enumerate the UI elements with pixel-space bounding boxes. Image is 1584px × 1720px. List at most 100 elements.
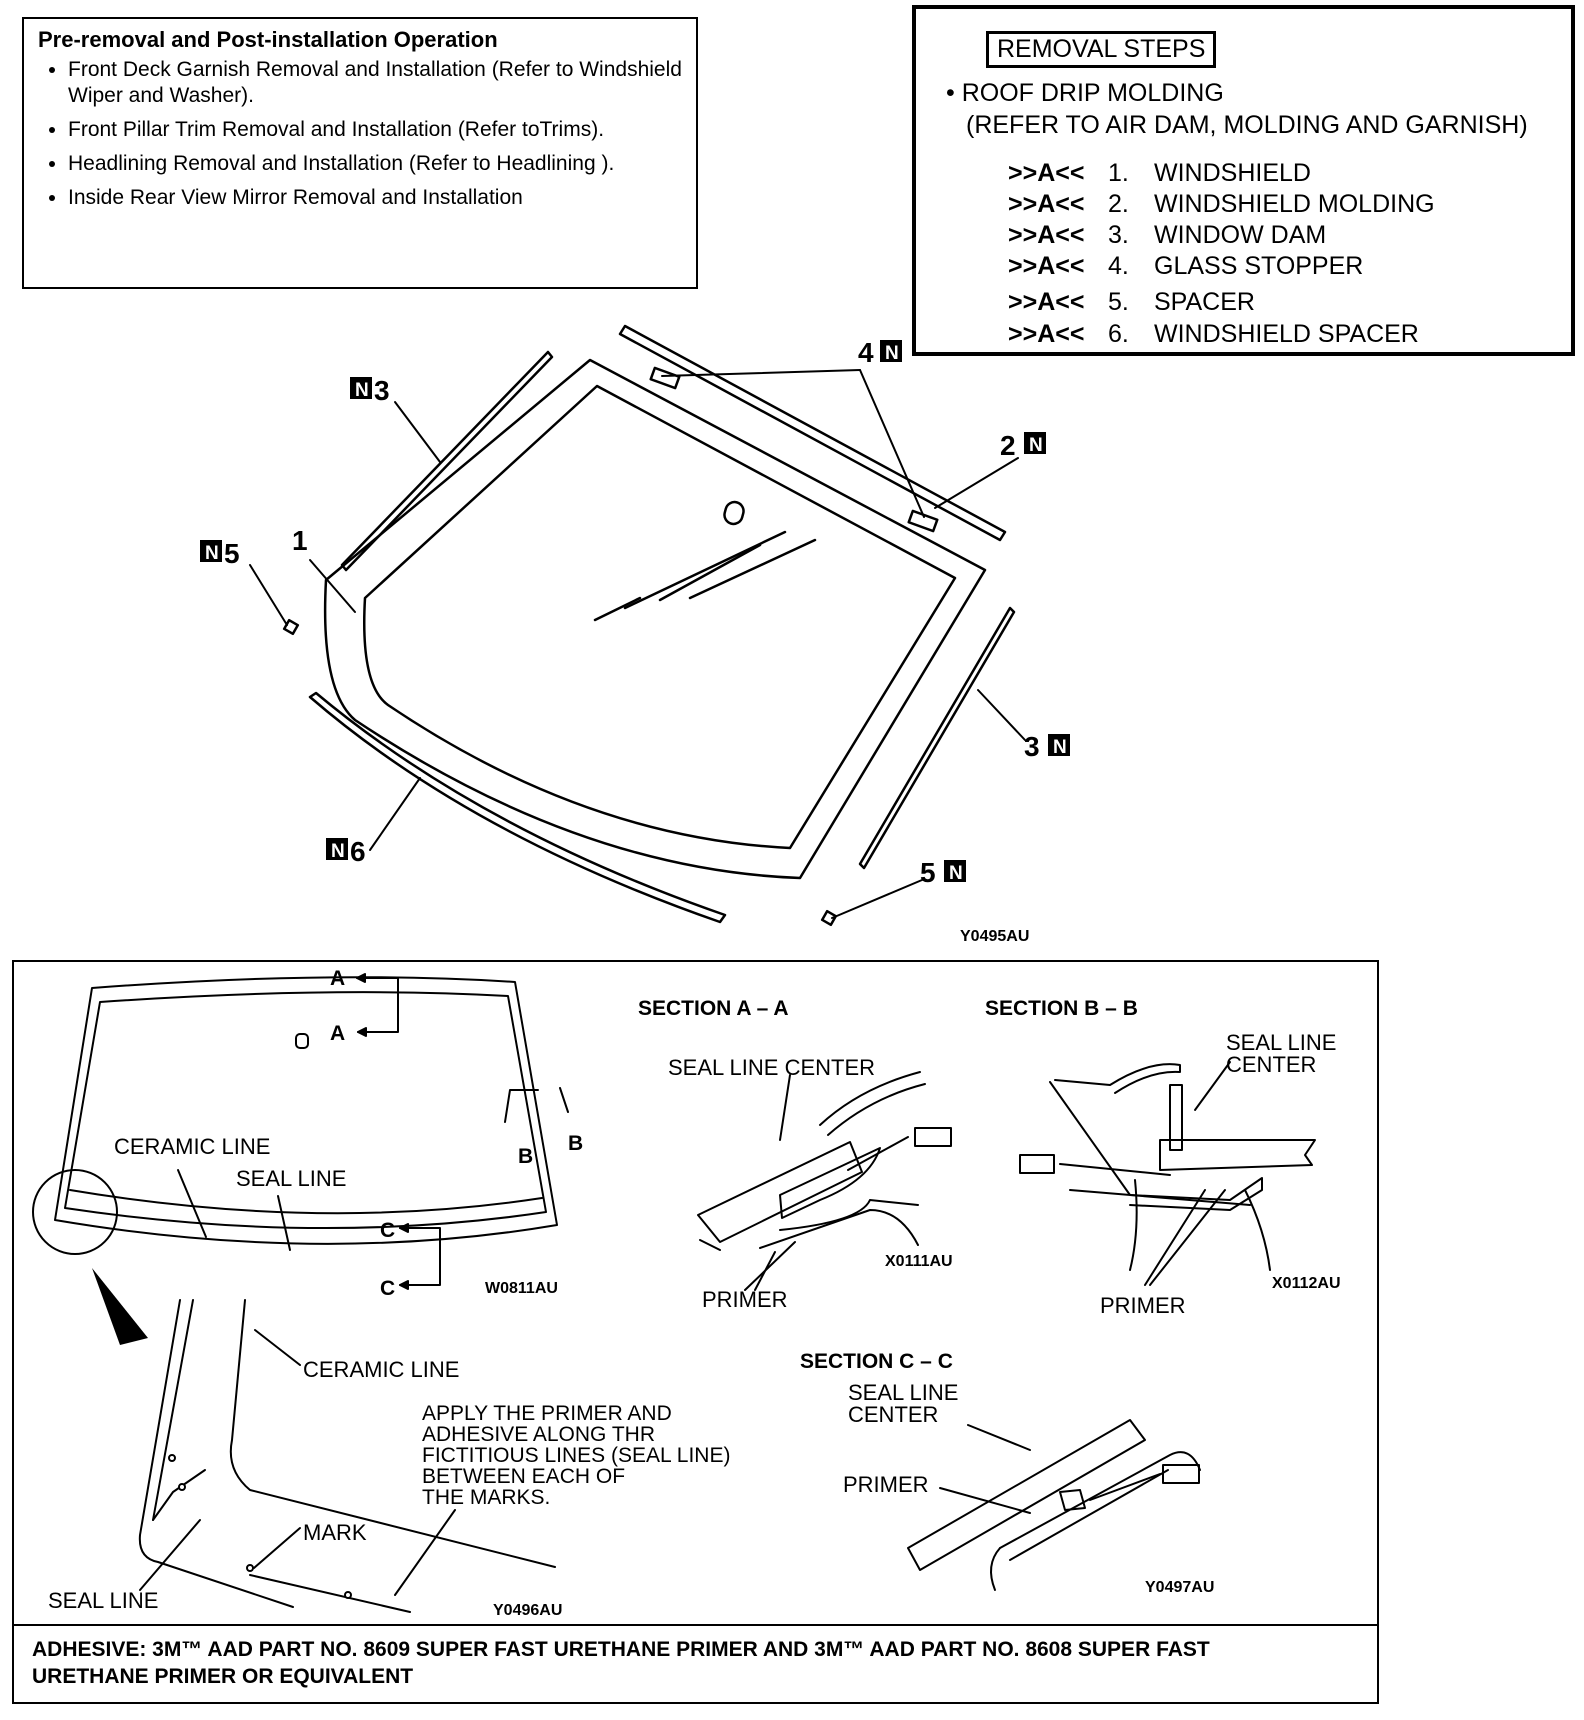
section-b-title: SECTION B – B (985, 997, 1138, 1020)
apply-note-line: THE MARKS. (422, 1486, 550, 1509)
step-mark: >>A<< (1008, 221, 1085, 249)
callout-5: 5 (920, 857, 936, 888)
figure-code: X0112AU (1272, 1275, 1341, 1292)
pre-removal-box: Pre-removal and Post-installation Operat… (22, 17, 698, 289)
callout-3: 3 (374, 375, 390, 406)
roof-drip-note: • ROOF DRIP MOLDING (REFER TO AIR DAM, M… (946, 77, 1528, 141)
step-number: 2. (1108, 190, 1129, 218)
step-row: >>A<< 4. GLASS STOPPER (1008, 252, 1363, 281)
figure-code: Y0495AU (960, 928, 1029, 945)
step-number: 3. (1108, 221, 1129, 249)
front-view (32, 973, 569, 1613)
step-number: 4. (1108, 252, 1129, 280)
seal-line-label: SEAL LINE (48, 1588, 158, 1613)
mirror-pad (295, 1033, 309, 1049)
new-part-badge: N (1029, 435, 1043, 456)
list-item: Headlining Removal and Installation (Ref… (68, 151, 682, 177)
step-name: SPACER (1154, 288, 1255, 316)
new-part-badge: N (949, 863, 963, 884)
adhesive-note: ADHESIVE: 3M™ AAD PART NO. 8609 SUPER FA… (14, 1624, 1377, 1702)
windshield-spacer (308, 691, 727, 924)
callout-2: 2 (1000, 430, 1016, 461)
exploded-view (249, 324, 1026, 927)
cut-label-c: C (380, 1219, 395, 1242)
glass-stopper (649, 366, 681, 390)
windshield-glass-inner (363, 384, 957, 850)
step-name: WINDOW DAM (1154, 221, 1327, 249)
step-name: GLASS STOPPER (1154, 252, 1364, 280)
removal-steps-header: REMOVAL STEPS (986, 31, 1217, 68)
step-row: >>A<< 2. WINDSHIELD MOLDING (1008, 190, 1435, 219)
primer-label: PRIMER (1100, 1293, 1186, 1318)
primer-label: PRIMER (843, 1472, 929, 1497)
detail-labels: A A B B C C CERAMIC LINE SEAL LINE W0811… (48, 967, 1341, 1619)
callout-6: 6 (350, 836, 366, 867)
apply-note-line: ADHESIVE ALONG THR (422, 1423, 655, 1446)
ceramic-line-label: CERAMIC LINE (303, 1357, 459, 1382)
section-c-c-drawing (907, 1419, 1201, 1591)
ceramic-line-label: CERAMIC LINE (114, 1134, 270, 1159)
figure-code: Y0496AU (493, 1602, 562, 1619)
new-part-badge: N (331, 841, 345, 862)
seal-line-center-label: CENTER (1226, 1052, 1316, 1077)
step-mark: >>A<< (1008, 190, 1085, 218)
adhesive-line-2: URETHANE PRIMER OR EQUIVALENT (32, 1665, 414, 1688)
window-dam-left (340, 350, 554, 572)
new-part-badge: N (355, 380, 369, 401)
list-item: Front Deck Garnish Removal and Installat… (68, 57, 682, 109)
seal-line-center-label: SEAL LINE (1226, 1030, 1336, 1055)
list-item: Front Pillar Trim Removal and Installati… (68, 117, 682, 143)
step-name: WINDSHIELD SPACER (1154, 320, 1419, 348)
primer-label: PRIMER (702, 1287, 788, 1312)
window-dam-right (858, 606, 1016, 870)
detail-arrow-icon (92, 1268, 148, 1345)
detail-box: ADHESIVE: 3M™ AAD PART NO. 8609 SUPER FA… (12, 960, 1379, 1704)
removal-steps-box: REMOVAL STEPS • ROOF DRIP MOLDING (REFER… (912, 5, 1575, 356)
step-mark: >>A<< (1008, 252, 1085, 280)
new-part-badge: N (885, 343, 899, 364)
seal-line-center-label: SEAL LINE (848, 1380, 958, 1405)
mirror-pad (723, 500, 745, 526)
seal-line-center-label: SEAL LINE CENTER (668, 1055, 875, 1080)
step-row: >>A<< 3. WINDOW DAM (1008, 221, 1326, 250)
pre-removal-title: Pre-removal and Post-installation Operat… (38, 27, 498, 52)
callout-3: 3 (1024, 731, 1040, 762)
callout-5: 5 (224, 538, 240, 569)
figure-code: X0111AU (885, 1253, 953, 1270)
step-row: >>A<<6.WINDSHIELD SPACER (1008, 320, 1419, 349)
step-mark: >>A<< (1008, 159, 1085, 187)
roof-line-1: • ROOF DRIP MOLDING (946, 79, 1224, 107)
spacer (820, 909, 838, 927)
windshield-glass-outer (323, 358, 987, 880)
adhesive-line-1: ADHESIVE: 3M™ AAD PART NO. 8609 SUPER FA… (32, 1638, 1210, 1661)
apply-note-line: BETWEEN EACH OF (422, 1465, 625, 1488)
section-c-title: SECTION C – C (800, 1350, 953, 1373)
pre-removal-list: Front Deck Garnish Removal and Installat… (38, 57, 682, 211)
cut-label-c: C (380, 1277, 395, 1300)
mark-label: MARK (303, 1520, 367, 1545)
new-part-badge: N (205, 543, 219, 564)
cut-label-a: A (330, 967, 345, 990)
apply-note-line: APPLY THE PRIMER AND (422, 1402, 672, 1425)
section-b-b-drawing (1019, 1061, 1316, 1286)
callouts: N 3 4 N 2 N 1 N 5 3 N N 6 5 N Y0495AU (200, 337, 1070, 945)
step-row: >>A<< 5. SPACER (1008, 288, 1255, 317)
step-name: WINDSHIELD MOLDING (1154, 190, 1435, 218)
step-number: 5. (1108, 288, 1129, 316)
figure-code: Y0497AU (1145, 1579, 1214, 1596)
cut-label-a: A (330, 1022, 345, 1045)
cut-label-b: B (518, 1145, 533, 1168)
step-name: WINDSHIELD (1154, 159, 1311, 187)
step-mark: >>A<< (1008, 288, 1085, 316)
cut-label-b: B (568, 1132, 583, 1155)
section-a-a-drawing (697, 1071, 952, 1291)
new-part-badge: N (1053, 737, 1067, 758)
roof-line-2: (REFER TO AIR DAM, MOLDING AND GARNISH) (966, 111, 1528, 139)
step-mark: >>A<< (1008, 320, 1085, 348)
section-a-title: SECTION A – A (638, 997, 789, 1020)
step-row: >>A<< 1. WINDSHIELD (1008, 159, 1311, 188)
apply-note-line: FICTITIOUS LINES (SEAL LINE) (422, 1444, 730, 1467)
step-number: 1. (1108, 159, 1129, 187)
glass-stopper (907, 509, 939, 533)
